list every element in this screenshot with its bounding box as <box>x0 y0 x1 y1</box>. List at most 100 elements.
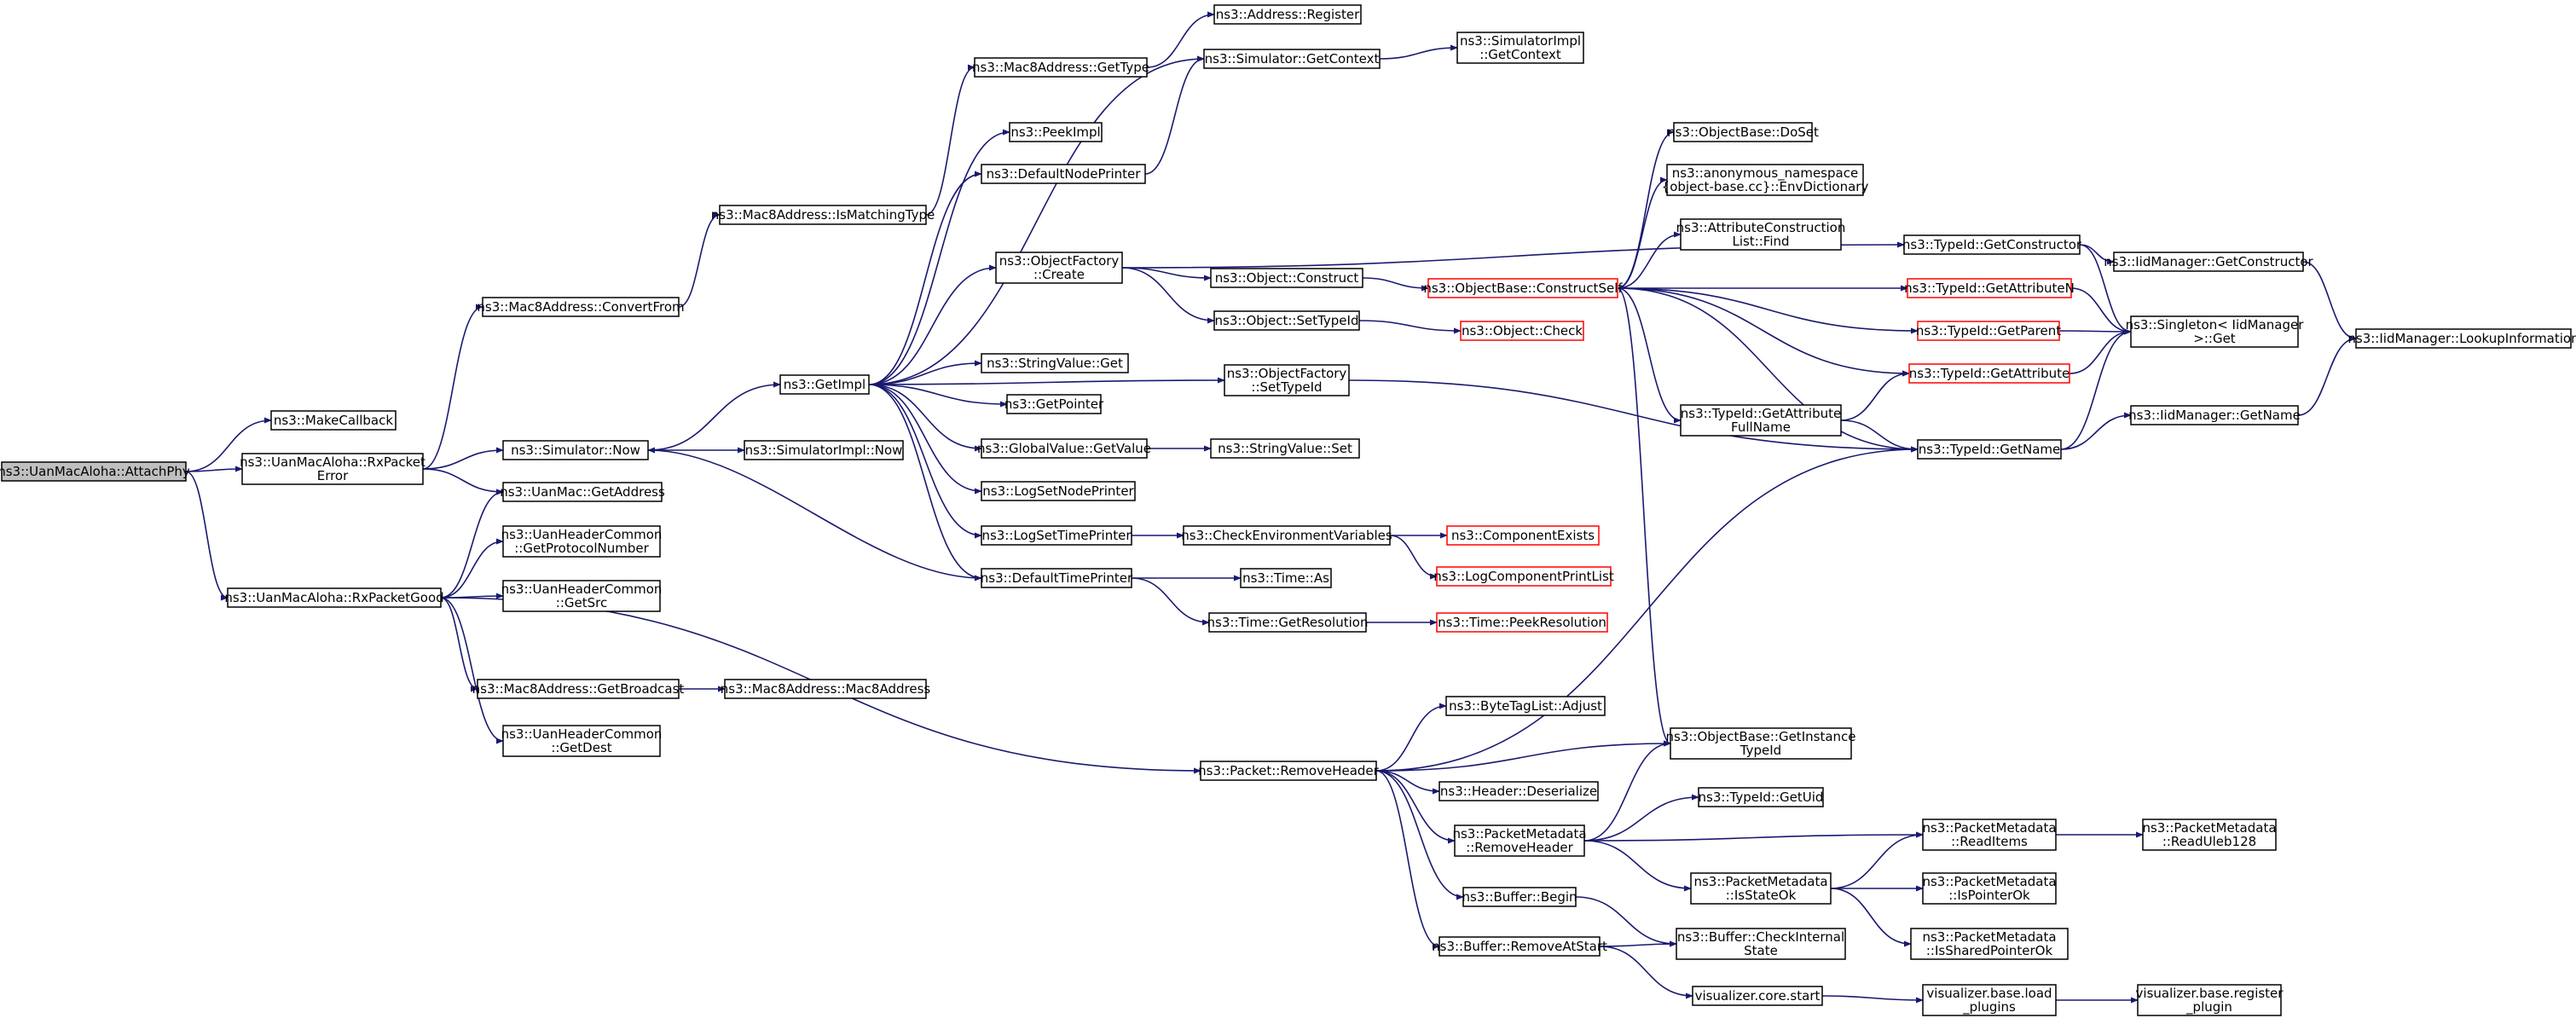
graph-node[interactable]: visualizer.core.start <box>1692 986 1823 1006</box>
node-box[interactable] <box>981 568 1132 588</box>
node-box[interactable] <box>477 679 680 699</box>
graph-node[interactable]: ns3::LogSetTimePrinter <box>981 525 1132 546</box>
node-box[interactable] <box>1427 278 1618 298</box>
graph-node[interactable]: ns3::Time::PeekResolution <box>1436 612 1608 633</box>
node-box[interactable] <box>1439 936 1601 957</box>
graph-node[interactable]: ns3::Simulator::Now <box>502 440 649 460</box>
graph-node[interactable]: ns3::Mac8Address::GetType <box>972 57 1149 78</box>
node-box[interactable] <box>1922 872 2057 905</box>
node-box[interactable] <box>1183 525 1391 546</box>
node-box[interactable] <box>1439 781 1599 801</box>
graph-node[interactable]: ns3::LogComponentPrintList <box>1433 566 1614 587</box>
graph-node[interactable]: ns3::Packet::RemoveHeader <box>1198 761 1380 781</box>
node-box[interactable] <box>1462 887 1577 907</box>
graph-node[interactable]: ns3::Mac8Address::Mac8Address <box>721 679 931 699</box>
node-box[interactable] <box>1922 819 2057 851</box>
node-box[interactable] <box>2142 819 2277 851</box>
graph-node[interactable]: ns3::PacketMetadata::IsStateOk <box>1690 872 1832 905</box>
node-box[interactable] <box>1676 928 1846 960</box>
graph-node[interactable]: ns3::PeekImpl <box>1009 122 1103 142</box>
graph-node[interactable]: ns3::Buffer::Begin <box>1462 887 1577 907</box>
node-box[interactable] <box>241 453 424 485</box>
graph-node[interactable]: visualizer.base.register_plugin <box>2136 984 2284 1016</box>
graph-node[interactable]: ns3::Object::SetTypeId <box>1213 310 1360 331</box>
graph-node[interactable]: ns3::TypeId::GetConstructor <box>1902 234 2082 255</box>
graph-node[interactable]: ns3::TypeId::GetAttributeN <box>1904 278 2075 298</box>
graph-node[interactable]: ns3::GlobalValue::GetValue <box>977 438 1151 459</box>
node-box[interactable] <box>2130 405 2299 425</box>
graph-node[interactable]: ns3::Mac8Address::GetBroadcast <box>472 679 685 699</box>
node-box[interactable] <box>1910 928 2069 960</box>
graph-node[interactable]: ns3::DefaultTimePrinter <box>981 568 1133 588</box>
node-box[interactable] <box>270 410 397 431</box>
node-box[interactable] <box>981 481 1136 501</box>
node-box[interactable] <box>502 525 661 558</box>
graph-node[interactable]: ns3::Time::As <box>1240 568 1332 588</box>
node-box[interactable] <box>981 438 1148 459</box>
node-box[interactable] <box>1460 321 1584 341</box>
node-box[interactable] <box>981 353 1129 373</box>
graph-node[interactable]: ns3::Time::GetResolution <box>1207 612 1369 633</box>
graph-node[interactable]: ns3::StringValue::Set <box>1210 438 1360 459</box>
node-box[interactable] <box>1446 525 1600 546</box>
node-box[interactable] <box>1213 4 1362 25</box>
node-box[interactable] <box>482 297 680 317</box>
node-box[interactable] <box>1666 164 1864 196</box>
graph-node[interactable]: ns3::PacketMetadata::IsSharedPointerOk <box>1910 928 2069 960</box>
node-box[interactable] <box>1210 268 1363 288</box>
node-box[interactable] <box>1907 278 2072 298</box>
node-box[interactable] <box>1 461 187 482</box>
graph-node[interactable]: ns3::Object::Construct <box>1210 268 1363 288</box>
node-box[interactable] <box>1456 32 1584 64</box>
graph-node[interactable]: ns3::Mac8Address::ConvertFrom <box>477 297 685 317</box>
node-box[interactable] <box>1680 218 1842 251</box>
node-box[interactable] <box>502 580 661 612</box>
graph-node[interactable]: ns3::PacketMetadata::RemoveHeader <box>1452 824 1587 857</box>
graph-node[interactable]: ns3::SimulatorImpl::GetContext <box>1456 32 1584 64</box>
graph-node[interactable]: ns3::UanMacAloha::AttachPhy <box>0 461 190 482</box>
graph-node[interactable]: ns3::TypeId::GetParent <box>1916 321 2061 341</box>
node-box[interactable] <box>1673 122 1813 142</box>
graph-node[interactable]: ns3::Mac8Address::IsMatchingType <box>711 205 935 225</box>
graph-node[interactable]: ns3::GetPointer <box>1004 394 1104 414</box>
node-box[interactable] <box>2130 315 2299 348</box>
graph-node[interactable]: ns3::PacketMetadata::IsPointerOk <box>1922 872 2057 905</box>
graph-node[interactable]: ns3::Buffer::RemoveAtStart <box>1432 936 1607 957</box>
node-box[interactable] <box>1454 824 1585 857</box>
graph-node[interactable]: ns3::Singleton< IidManager>::Get <box>2126 315 2305 348</box>
node-box[interactable] <box>502 725 661 757</box>
node-box[interactable] <box>1690 872 1832 905</box>
graph-node[interactable]: ns3::UanHeaderCommon::GetSrc <box>501 580 663 612</box>
graph-node[interactable]: ns3::DefaultNodePrinter <box>981 164 1146 184</box>
node-box[interactable] <box>1006 394 1102 414</box>
node-box[interactable] <box>1903 234 2081 255</box>
node-box[interactable] <box>1680 404 1842 437</box>
graph-node[interactable]: ns3::UanMac::GetAddress <box>500 482 665 502</box>
node-box[interactable] <box>744 440 904 460</box>
graph-node[interactable]: visualizer.base.load_plugins <box>1922 984 2057 1016</box>
graph-node[interactable]: ns3::TypeId::GetUid <box>1698 787 1824 807</box>
node-box[interactable] <box>981 164 1146 184</box>
graph-node[interactable]: ns3::ObjectFactory::Create <box>995 252 1123 284</box>
node-box[interactable] <box>2355 328 2572 349</box>
graph-node[interactable]: ns3::PacketMetadata::ReadItems <box>1922 819 2057 851</box>
node-box[interactable] <box>502 482 663 502</box>
node-box[interactable] <box>1917 439 2062 460</box>
graph-node[interactable]: ns3::GetImpl <box>779 374 870 395</box>
node-box[interactable] <box>2113 252 2304 272</box>
graph-node[interactable]: ns3::Simulator::GetContext <box>1203 49 1381 69</box>
node-box[interactable] <box>502 440 649 460</box>
node-box[interactable] <box>1908 363 2070 384</box>
graph-node[interactable]: ns3::IidManager::LookupInformation <box>2347 328 2576 349</box>
node-box[interactable] <box>1698 787 1824 807</box>
node-box[interactable] <box>1917 321 2060 341</box>
node-box[interactable] <box>1436 612 1608 633</box>
node-box[interactable] <box>1203 49 1381 69</box>
graph-node[interactable]: ns3::IidManager::GetName <box>2128 405 2301 425</box>
graph-node[interactable]: ns3::UanMacAloha::RxPacketGood <box>224 587 444 608</box>
graph-node[interactable]: ns3::Header::Deserialize <box>1439 781 1599 801</box>
